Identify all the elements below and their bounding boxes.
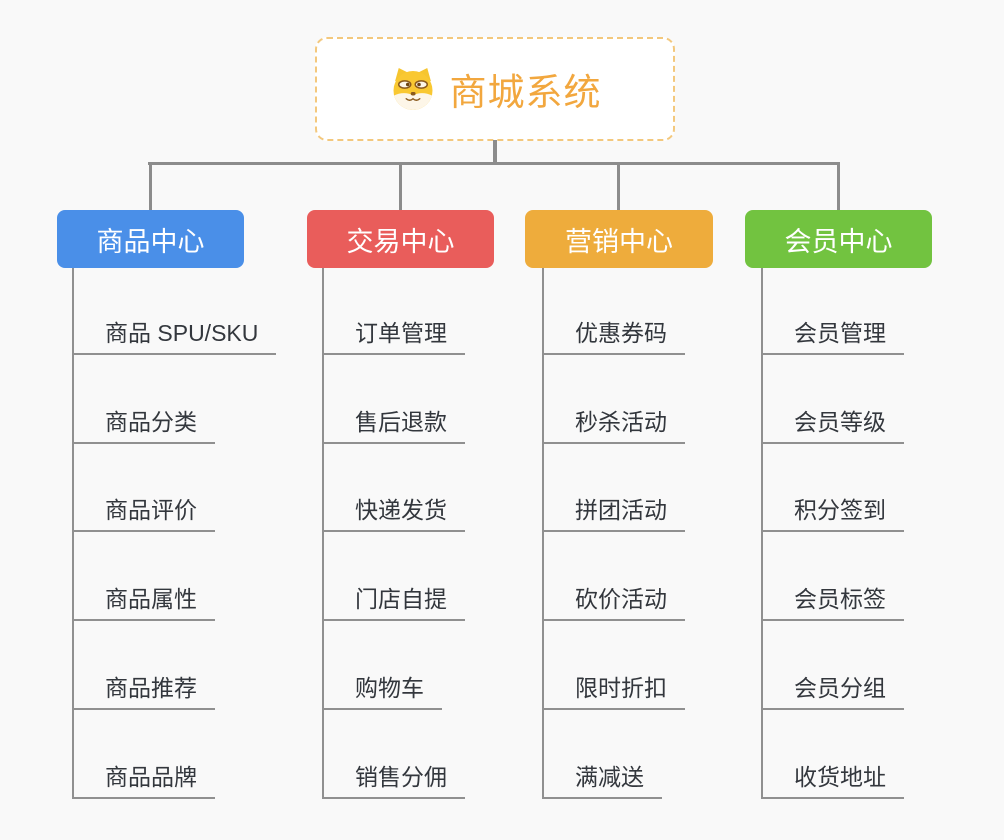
sub-topic[interactable]: 秒杀活动 xyxy=(542,404,685,444)
branch-spine xyxy=(72,268,74,799)
sub-topic[interactable]: 商品品牌 xyxy=(72,759,215,799)
connector-drop xyxy=(399,162,402,210)
branch-spine xyxy=(542,268,544,799)
sub-topic[interactable]: 优惠券码 xyxy=(542,315,685,355)
sub-topic[interactable]: 购物车 xyxy=(322,670,442,710)
root-topic-label: 商城系统 xyxy=(449,72,602,113)
doge-icon xyxy=(393,68,432,110)
sub-topic[interactable]: 会员标签 xyxy=(761,581,904,621)
root-topic[interactable]: 商城系统 xyxy=(315,37,675,141)
sub-topic[interactable]: 商品推荐 xyxy=(72,670,215,710)
sub-topic[interactable]: 拼团活动 xyxy=(542,492,685,532)
branch-spine xyxy=(322,268,324,799)
connector-drop xyxy=(149,162,152,210)
branch-product-center[interactable]: 商品中心 xyxy=(57,210,244,268)
branch-spine xyxy=(761,268,763,799)
sub-topic[interactable]: 订单管理 xyxy=(322,315,465,355)
sub-topic[interactable]: 会员分组 xyxy=(761,670,904,710)
connector-trunk xyxy=(493,140,497,165)
sub-topic[interactable]: 快递发货 xyxy=(322,492,465,532)
connector-drop xyxy=(617,162,620,210)
sub-topic[interactable]: 砍价活动 xyxy=(542,581,685,621)
sub-topic[interactable]: 商品 SPU/SKU xyxy=(72,315,277,355)
sub-topic[interactable]: 限时折扣 xyxy=(542,670,685,710)
branch-member-center[interactable]: 会员中心 xyxy=(745,210,932,268)
sub-topic[interactable]: 商品属性 xyxy=(72,581,215,621)
sub-topic[interactable]: 商品评价 xyxy=(72,492,215,532)
sub-topic[interactable]: 销售分佣 xyxy=(322,759,465,799)
sub-topic[interactable]: 收货地址 xyxy=(761,759,904,799)
sub-topic[interactable]: 满减送 xyxy=(542,759,662,799)
sub-topic[interactable]: 商品分类 xyxy=(72,404,215,444)
sub-topic[interactable]: 会员管理 xyxy=(761,315,904,355)
branch-trade-center[interactable]: 交易中心 xyxy=(307,210,494,268)
sub-topic[interactable]: 积分签到 xyxy=(761,492,904,532)
sub-topic[interactable]: 会员等级 xyxy=(761,404,904,444)
connector-bus xyxy=(148,162,840,165)
sub-topic[interactable]: 售后退款 xyxy=(322,404,465,444)
branch-marketing-center[interactable]: 营销中心 xyxy=(525,210,713,268)
sub-topic[interactable]: 门店自提 xyxy=(322,581,465,621)
connector-drop xyxy=(837,162,840,210)
